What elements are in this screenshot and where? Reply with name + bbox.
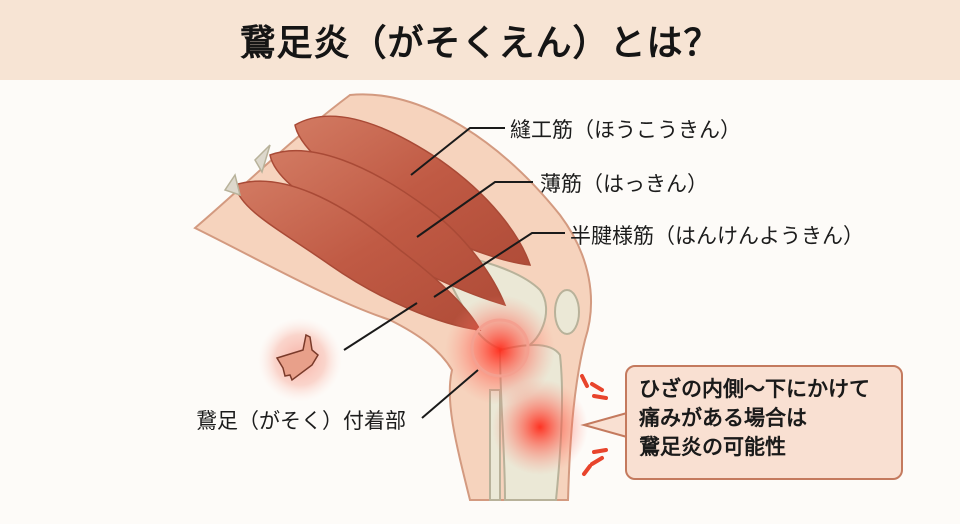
callout-box: ひざの内側〜下にかけて 痛みがある場合は 鵞足炎の可能性 (625, 365, 903, 480)
label-semitendinosus: 半腱様筋（はんけんようきん） (570, 224, 864, 248)
pain-glow-lower (492, 379, 588, 475)
goose-foot-icon (258, 318, 342, 402)
pain-glow-knee (445, 295, 555, 405)
muscles (223, 115, 532, 331)
label-gracilis: 薄筋（はっきん） (540, 172, 708, 196)
pain-ring-knee (470, 318, 530, 378)
page-title: 鵞足炎（がそくえん）とは？ (239, 23, 721, 64)
callout-line-1: ひざの内側〜下にかけて (639, 377, 870, 401)
label-sartorius: 縫工筋（ほうこうきん） (510, 118, 741, 142)
leader-lines (343, 127, 565, 419)
callout-line-2: 痛みがある場合は (639, 406, 807, 430)
label-pes-anserinus: 鵞足（がそく）付着部 (196, 409, 406, 433)
callout-line-3: 鵞足炎の可能性 (639, 435, 786, 459)
pain-lines-icon (580, 374, 608, 476)
callout-pointer (580, 412, 628, 438)
title-banner: 鵞足炎（がそくえん）とは？ (0, 0, 960, 80)
